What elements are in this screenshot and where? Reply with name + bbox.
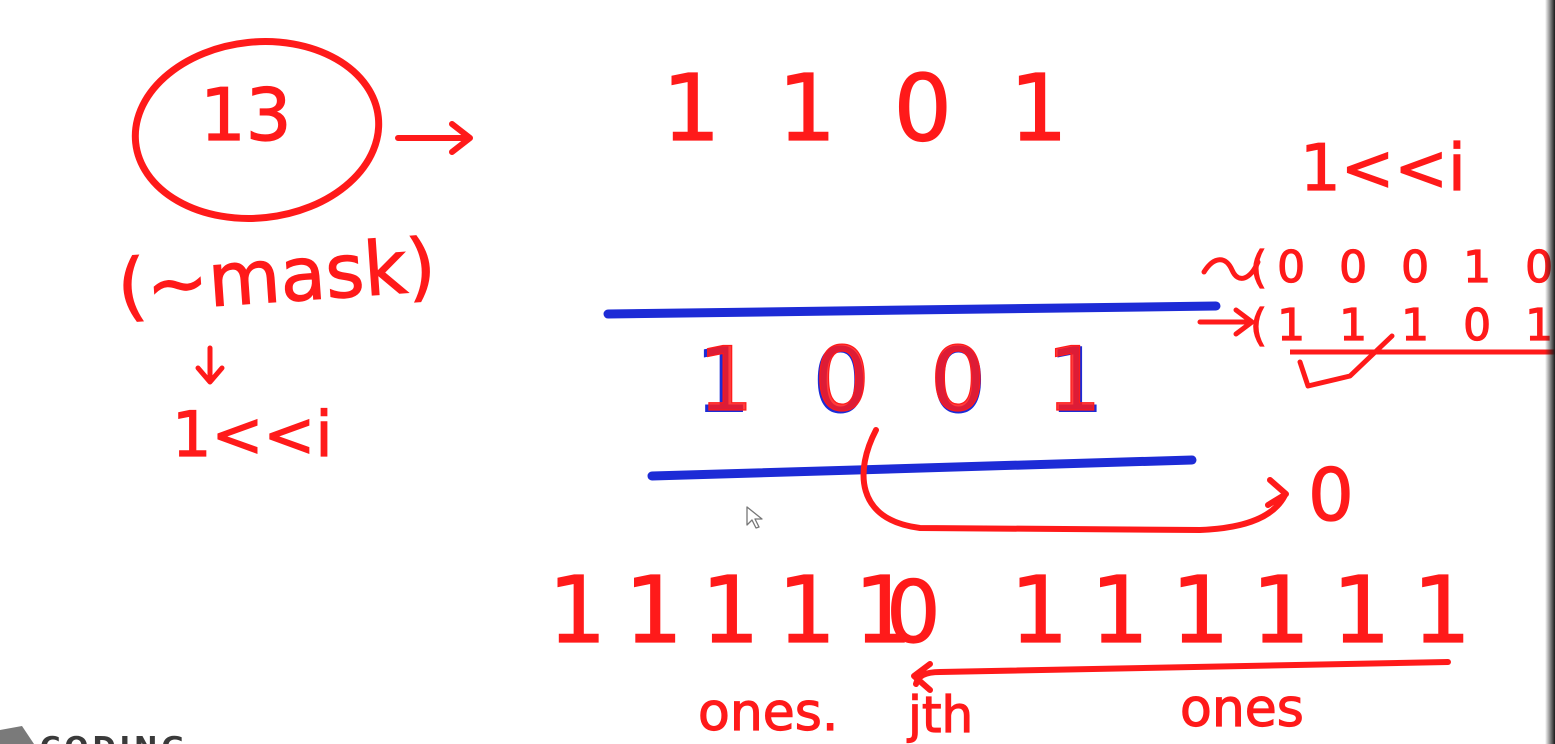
label-ones-left: ones. xyxy=(698,683,838,743)
label-jth: jth xyxy=(907,686,973,744)
arrow-circle-to-binary xyxy=(395,121,473,155)
bits-row-one: (0 0 0 1 0 xyxy=(1250,242,1555,293)
top-blue-line xyxy=(603,301,1221,319)
target-zero: 0 xyxy=(1308,453,1354,537)
right-edge-shadow xyxy=(1545,0,1555,744)
circle-around-13 xyxy=(131,38,383,222)
right-shift-label: 1<<i xyxy=(1300,132,1466,206)
mask-label: (~mask) xyxy=(115,223,439,331)
bits-row-two: (1 1 1 0 1 xyxy=(1250,300,1555,351)
result-bits-red: 1 0 0 1 xyxy=(698,328,1118,431)
circled-number: 13 xyxy=(200,73,292,157)
tilde-stroke xyxy=(1201,257,1261,281)
result-bits-blue: 1 0 0 1 xyxy=(694,329,1121,434)
label-ones-right: ones xyxy=(1180,679,1304,739)
arrow-into-row-two xyxy=(1197,307,1255,337)
binary-of-13: 1 1 0 1 xyxy=(662,55,1082,162)
logo-mark-icon xyxy=(0,726,34,744)
check-mark-stroke xyxy=(1297,333,1395,389)
arrow-to-jth-bit xyxy=(911,659,1451,693)
mask-bits-left: 11111 xyxy=(548,557,931,664)
mouse-pointer-icon xyxy=(746,506,763,529)
bottom-blue-line xyxy=(647,455,1197,481)
left-shift-label: 1<<i xyxy=(172,398,333,471)
mask-bit-zero: 0 xyxy=(886,563,941,663)
mask-bits-right: 111111 xyxy=(1010,557,1493,664)
curved-arrow-to-zero xyxy=(860,427,1289,533)
logo-text: CODING xyxy=(40,730,188,744)
arrow-mask-down xyxy=(195,345,225,385)
